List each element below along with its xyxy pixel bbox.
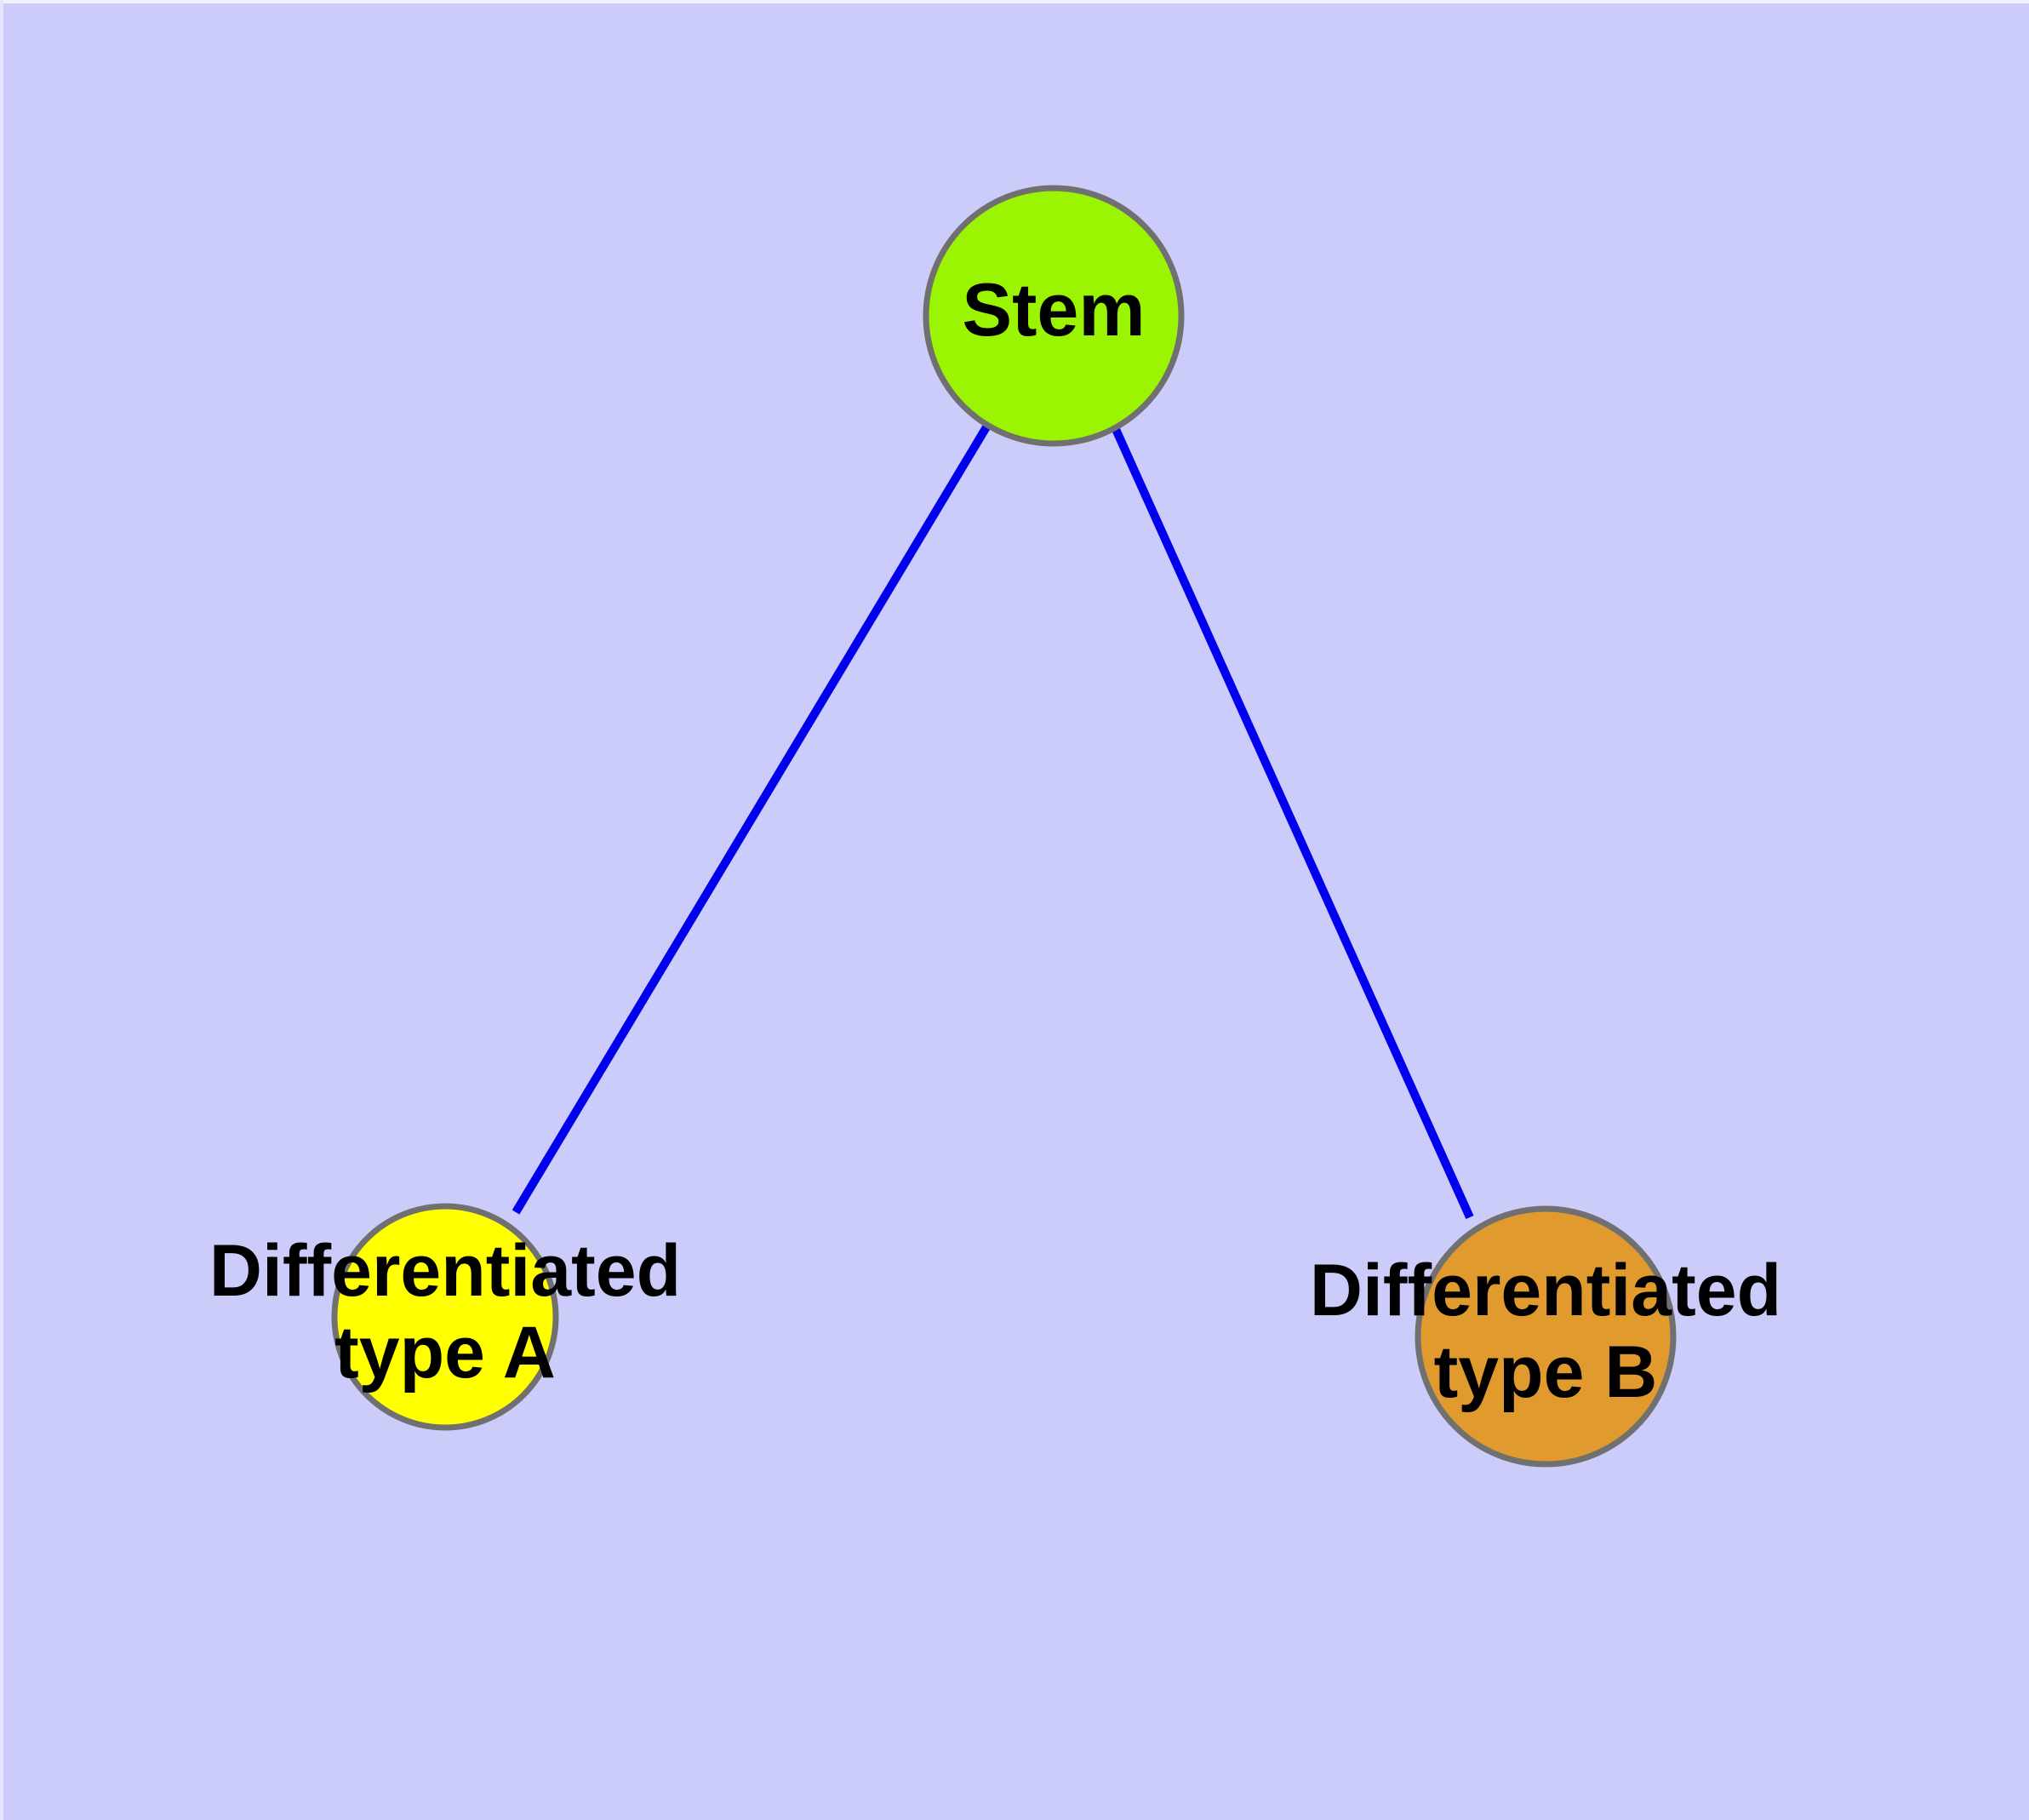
- node-stem-circle[interactable]: [923, 185, 1185, 447]
- node-stem[interactable]: Stem: [923, 185, 1185, 447]
- node-stem-label: Stem: [962, 267, 1145, 352]
- top-edge-strip: [0, 0, 2029, 3]
- node-differentiated-type-a-circle[interactable]: [331, 1203, 559, 1431]
- edge-stem-to-diff-a[interactable]: [512, 423, 992, 1215]
- edges-group: [512, 423, 1474, 1220]
- edge-stem-to-diff-b[interactable]: [1111, 425, 1474, 1220]
- node-differentiated-type-b-circle[interactable]: [1415, 1205, 1677, 1468]
- left-edge-strip: [0, 0, 3, 1820]
